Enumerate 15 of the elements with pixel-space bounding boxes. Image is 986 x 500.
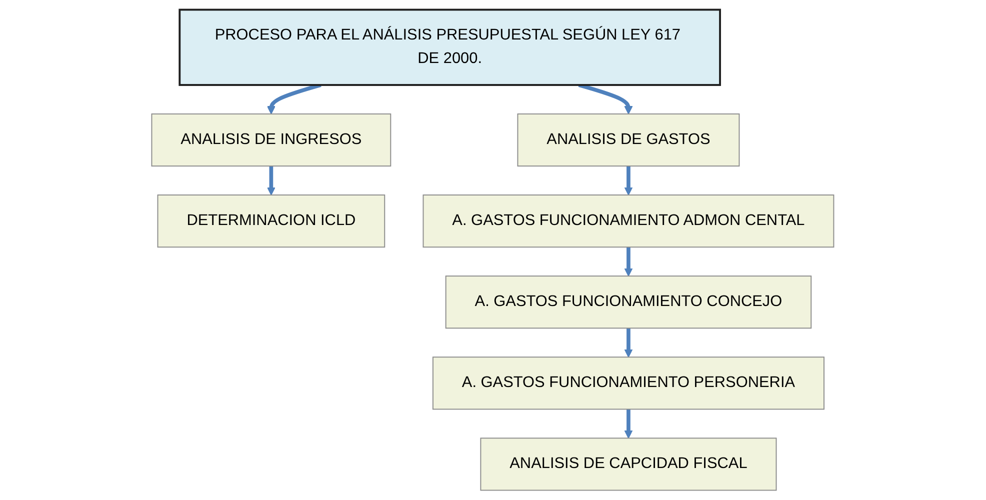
node-box: ANALISIS DE GASTOS bbox=[518, 113, 740, 167]
node-box: ANALISIS DE INGRESOS bbox=[152, 113, 392, 167]
arrow bbox=[624, 166, 633, 196]
arrow bbox=[267, 166, 276, 196]
arrow bbox=[624, 247, 633, 276]
node-box: A. GASTOS FUNCIONAMIENTO CONCEJO bbox=[446, 276, 812, 329]
arrow bbox=[624, 328, 633, 358]
arrow bbox=[624, 409, 633, 439]
arrow bbox=[267, 83, 322, 114]
node-box: ANALISIS DE CAPCIDAD FISCAL bbox=[480, 438, 778, 491]
node-box: A. GASTOS FUNCIONAMIENTO ADMON CENTAL bbox=[423, 194, 834, 248]
arrow bbox=[578, 83, 633, 114]
node-box: PROCESO PARA EL ANÁLISIS PRESUPUESTAL SEGÚN LEY 617 DE 2000. bbox=[178, 8, 722, 86]
node-box: DETERMINACION ICLD bbox=[158, 194, 386, 248]
node-box: A. GASTOS FUNCIONAMIENTO PERSONERIA bbox=[432, 356, 825, 410]
